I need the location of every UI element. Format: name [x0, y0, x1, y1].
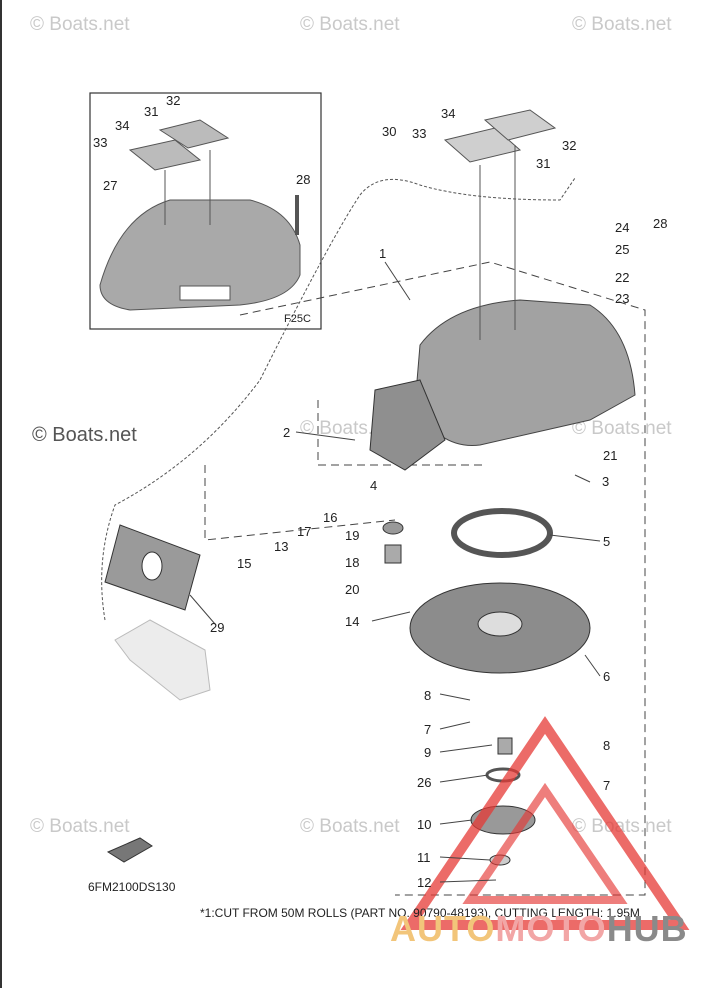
logo-triangle-icon [462, 782, 628, 904]
leader-line [439, 774, 489, 783]
inset-cover-shape [99, 199, 301, 311]
logo-text-part: AUTO [390, 908, 496, 949]
inset-frame [89, 92, 322, 330]
callout-22: 22 [615, 270, 629, 285]
callout-12: 12 [417, 875, 431, 890]
leader-line [295, 431, 356, 441]
leader-line [384, 261, 411, 301]
callout-31: 31 [536, 156, 550, 171]
cover-plate-hole [141, 551, 163, 581]
page-border [0, 0, 2, 988]
callout-26: 26 [417, 775, 431, 790]
callout-31: 31 [144, 104, 158, 119]
small-spring [384, 544, 402, 564]
callout-34: 34 [441, 106, 455, 121]
callout-21: 21 [603, 448, 617, 463]
callout-32: 32 [562, 138, 576, 153]
watermark: © Boats.net [572, 14, 672, 35]
callout-30: 30 [382, 124, 396, 139]
watermark: © Boats.net [300, 14, 400, 35]
leader-line [189, 594, 216, 625]
leader-line [584, 654, 601, 677]
callout-19: 19 [345, 528, 359, 543]
callout-17: 17 [297, 524, 311, 539]
callout-15: 15 [237, 556, 251, 571]
callout-4: 4 [370, 478, 377, 493]
inset-label-plate [128, 139, 202, 171]
callout-7: 7 [603, 778, 610, 793]
callout-7: 7 [424, 722, 431, 737]
label-plate [483, 109, 557, 141]
small-spring [497, 737, 513, 755]
callout-33: 33 [93, 135, 107, 150]
leader-line [549, 534, 601, 542]
leader-line [439, 819, 473, 825]
automotohub-logo: AUTOMOTOHUB [390, 908, 688, 950]
pulley-hub [477, 611, 523, 637]
callout-32: 32 [166, 93, 180, 108]
callout-23: 23 [615, 291, 629, 306]
leader-line [439, 856, 491, 861]
callout-28: 28 [653, 216, 667, 231]
callout-33: 33 [412, 126, 426, 141]
callout-9: 9 [424, 745, 431, 760]
leader-line [439, 721, 471, 730]
callout-10: 10 [417, 817, 431, 832]
callout-1: 1 [379, 246, 386, 261]
dashed-assembly-boundary [204, 465, 396, 541]
leader-line [439, 744, 493, 753]
throttle-cable [101, 177, 576, 621]
bracket [114, 619, 211, 701]
callout-27: 27 [103, 178, 117, 193]
leader-line [439, 879, 497, 883]
watermark: © Boats.net [300, 816, 400, 837]
watermark: © Boats.net [30, 816, 130, 837]
diagram-code: 6FM2100DS130 [88, 880, 176, 894]
logo-text-part: MOTO [495, 908, 607, 949]
callout-8: 8 [424, 688, 431, 703]
watermark-main: © Boats.net [32, 424, 137, 446]
callout-11: 11 [417, 850, 431, 865]
recoil-spring [451, 508, 553, 558]
starter-handle-housing [369, 379, 446, 471]
callout-34: 34 [115, 118, 129, 133]
callout-24: 24 [615, 220, 629, 235]
callout-13: 13 [274, 539, 288, 554]
logo-text-part: HUB [606, 908, 688, 949]
leader-line [439, 693, 471, 701]
main-cover-shape [414, 299, 636, 446]
callout-20: 20 [345, 582, 359, 597]
watermark: © Boats.net [30, 14, 130, 35]
callout-6: 6 [603, 669, 610, 684]
front-direction-arrow-icon [106, 837, 153, 863]
callout-8: 8 [603, 738, 610, 753]
label-plate [443, 127, 522, 163]
callout-16: 16 [323, 510, 337, 525]
callout-25: 25 [615, 242, 629, 257]
leader-line [574, 474, 591, 483]
inset-cover-handle [179, 285, 231, 301]
callout-28: 28 [296, 172, 310, 187]
callout-29: 29 [210, 620, 224, 635]
inset-model-code: F25C [284, 313, 311, 325]
dashed-assembly-boundary [317, 400, 485, 466]
logo-triangle-icon [400, 716, 690, 930]
inset-label-plate [158, 119, 230, 149]
dashed-assembly-boundary [239, 261, 646, 896]
callout-5: 5 [603, 534, 610, 549]
callout-14: 14 [345, 614, 359, 629]
callout-18: 18 [345, 555, 359, 570]
callout-2: 2 [283, 425, 290, 440]
callout-3: 3 [602, 474, 609, 489]
small-part [382, 521, 404, 535]
watermark: © Boats.net [572, 816, 672, 837]
leader-line [371, 611, 411, 622]
watermark: © Boats.net [572, 418, 672, 439]
footnote: *1:CUT FROM 50M ROLLS (PART NO. 90790-48… [200, 906, 640, 920]
